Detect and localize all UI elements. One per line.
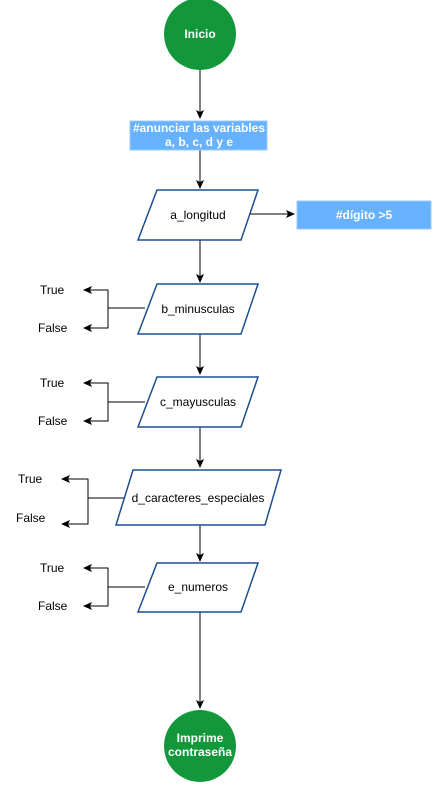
step-c: c_mayusculas bbox=[136, 376, 260, 428]
variables-note-line1: #anunciar las variables bbox=[133, 121, 265, 135]
step-c-label: c_mayusculas bbox=[160, 395, 236, 409]
branch-b-true bbox=[83, 286, 145, 309]
branch-b-false bbox=[83, 308, 109, 332]
side-note: #dígito >5 bbox=[296, 200, 432, 230]
step-b: b_minusculas bbox=[136, 283, 260, 335]
end-node: Imprime contraseña bbox=[164, 710, 236, 782]
end-label-line2: contraseña bbox=[168, 745, 232, 759]
step-a-label: a_longitud bbox=[170, 208, 225, 222]
end-label-line1: Imprime bbox=[177, 731, 224, 745]
branch-e-false bbox=[83, 587, 109, 610]
start-node: Inicio bbox=[164, 0, 236, 70]
step-e-label: e_numeros bbox=[168, 580, 228, 594]
variables-note-line2: a, b, c, d y e bbox=[165, 135, 233, 149]
branch-b-true-label: True bbox=[40, 283, 65, 297]
start-label: Inicio bbox=[184, 27, 215, 41]
side-note-label: #dígito >5 bbox=[336, 208, 393, 222]
branch-b-false-label: False bbox=[38, 321, 68, 335]
branch-d-true-label: True bbox=[18, 472, 43, 486]
branch-c-false bbox=[83, 402, 109, 425]
branch-d-false-label: False bbox=[16, 511, 46, 525]
step-e: e_numeros bbox=[136, 562, 260, 613]
step-a: a_longitud bbox=[136, 189, 260, 241]
branch-d-false bbox=[61, 498, 89, 528]
branch-e-true bbox=[83, 564, 145, 588]
branch-d-true bbox=[61, 475, 124, 499]
variables-note: #anunciar las variables a, b, c, d y e bbox=[129, 120, 268, 151]
branch-c-false-label: False bbox=[38, 414, 68, 428]
step-d: d_caracteres_especiales bbox=[114, 469, 282, 526]
branch-e-true-label: True bbox=[40, 561, 65, 575]
branch-e-false-label: False bbox=[38, 599, 68, 613]
branch-c-true-label: True bbox=[40, 376, 65, 390]
step-b-label: b_minusculas bbox=[161, 302, 234, 316]
flow-connectors bbox=[61, 70, 295, 709]
step-d-label: d_caracteres_especiales bbox=[132, 491, 265, 505]
branch-c-true bbox=[83, 379, 145, 403]
